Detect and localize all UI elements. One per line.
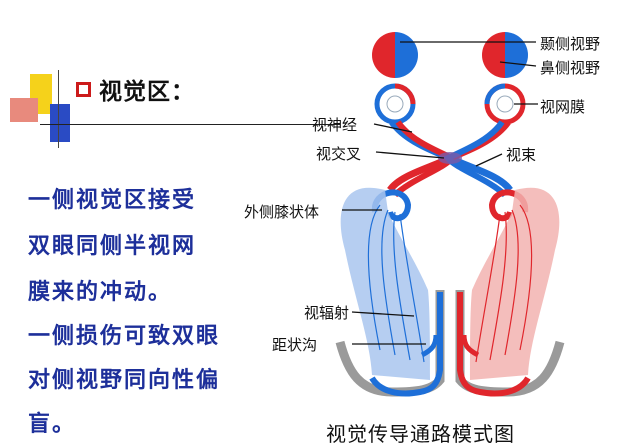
diagram-caption: 视觉传导通路模式图 [326,422,515,446]
left-optic-radiation [340,187,430,380]
heading-row: 视觉区： [76,72,195,106]
body-line-2: 双眼同侧半视网 [28,234,197,259]
deco-vertical-line [58,70,59,148]
label-leader-lines [342,41,538,345]
label-lateral-geniculate: 外侧膝状体 [244,203,320,221]
body-line-3: 膜来的冲动。 [28,280,173,305]
left-eye [374,83,416,125]
label-retina: 视网膜 [540,98,586,116]
label-optic-radiation: 视辐射 [304,304,350,322]
bullet-square-icon [76,81,91,97]
body-line-1: 一侧视觉区接受 [28,188,197,213]
heading: 视觉区： [99,79,195,105]
label-temporal-field: 颞侧视野 [540,35,601,53]
label-nasal-field: 鼻侧视野 [540,59,601,77]
deco-blue-square [50,104,70,142]
label-optic-tract: 视束 [506,146,537,164]
body-line-4: 一侧损伤可致双眼 [28,324,221,349]
left-occipital-cortex [335,290,445,397]
deco-red-square [10,98,38,122]
right-occipital-cortex [455,290,565,397]
label-optic-nerve: 视神经 [312,116,358,134]
right-visual-field [482,32,528,78]
body-line-6: 盲。 [28,412,77,437]
body-line-5: 对侧视野同向性偏 [28,368,221,393]
right-optic-radiation [470,187,560,380]
label-optic-chiasm: 视交叉 [316,145,362,163]
label-calcarine-sulcus: 距状沟 [272,336,318,354]
heading-rule [40,124,340,125]
optic-nerves [387,119,513,198]
left-visual-field [372,32,418,78]
